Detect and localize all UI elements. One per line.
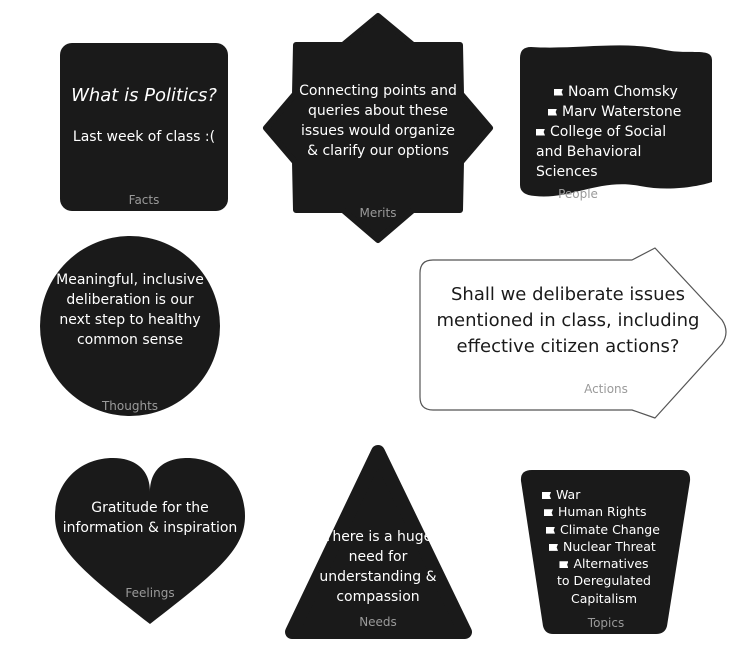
merits-card-shape [263, 13, 493, 243]
people-card-shape [520, 45, 712, 197]
list-item: Human Rights [540, 503, 680, 520]
flag-icon [559, 561, 569, 569]
topics-label: Topics [587, 616, 625, 630]
list-item: Noam Chomsky [532, 82, 712, 102]
needs-label: Needs [359, 615, 397, 629]
list-item: Marv Waterstone [532, 102, 712, 122]
flag-icon [548, 108, 557, 116]
thoughts-body: Meaningful, inclusive deliberation is ou… [56, 272, 204, 348]
feelings-card-shape [55, 458, 245, 624]
actions-label: Actions [584, 382, 628, 396]
facts-label: Facts [128, 193, 160, 207]
list-item: Climate Change [540, 521, 680, 538]
people-list: Noam Chomsky Marv Waterstone College of … [532, 82, 712, 182]
feelings-label: Feelings [125, 586, 175, 600]
needs-body: There is a huge need for understanding &… [319, 529, 437, 605]
flag-icon [542, 492, 551, 499]
actions-body: Shall we deliberate issues mentioned in … [436, 284, 700, 357]
thoughts-card-shape [40, 236, 220, 416]
people-label: People [558, 187, 598, 201]
feelings-body: Gratitude for the information & inspirat… [62, 500, 238, 536]
thoughts-label: Thoughts [101, 399, 159, 413]
merits-label: Merits [359, 206, 397, 220]
flag-icon [544, 509, 553, 517]
list-item: College of Social and Behavioral Science… [536, 124, 667, 180]
needs-card-shape [285, 445, 472, 639]
facts-body: Last week of class :( [72, 129, 216, 145]
flag-icon [554, 88, 563, 96]
flag-icon [546, 526, 555, 534]
flag-icon [536, 128, 545, 136]
list-item: War [540, 486, 680, 503]
topics-list: War Human Rights Climate Change Nuclear … [540, 486, 680, 607]
actions-card-shape [419, 247, 727, 419]
facts-title: What is Politics? [71, 85, 217, 106]
topics-card-shape [520, 470, 691, 634]
merits-body: Connecting points and queries about thes… [299, 83, 457, 159]
facts-card-shape [60, 43, 228, 211]
list-item: Nuclear Threat [540, 538, 680, 555]
flag-icon [549, 543, 558, 551]
list-item: Alternatives to Deregulated Capitalism [557, 556, 651, 606]
